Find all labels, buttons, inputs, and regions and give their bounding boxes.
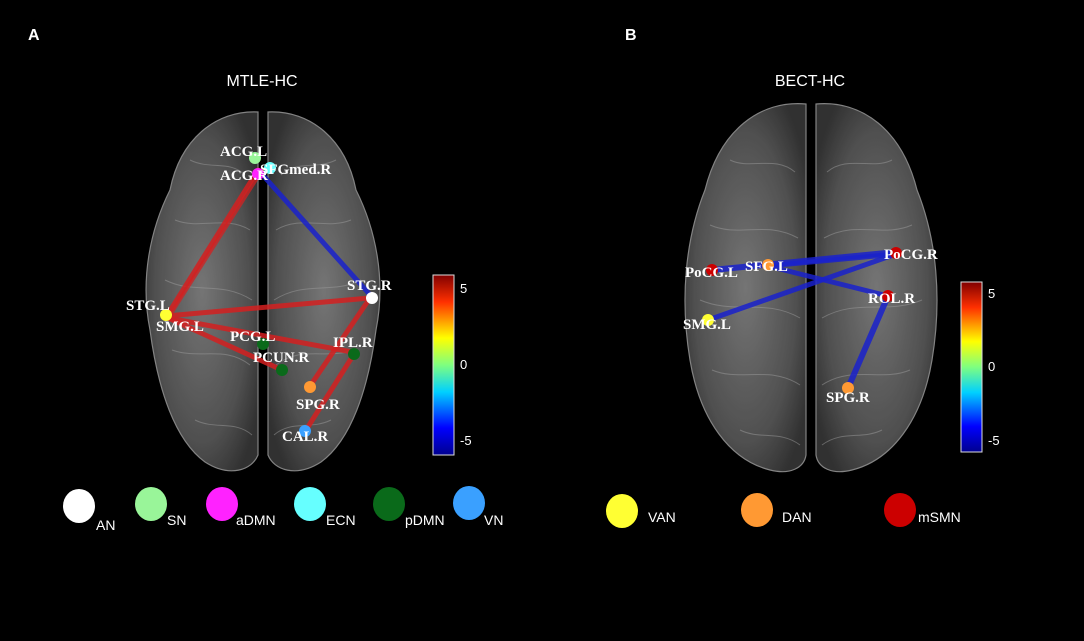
legend-swatch-dan — [741, 493, 773, 527]
edge-acg-smg-l — [166, 168, 264, 320]
node-pcun-r — [276, 364, 288, 376]
legend-swatch-pdmn — [373, 487, 405, 521]
colorbar-tick: 5 — [460, 281, 467, 296]
legend-label: VAN — [648, 509, 676, 525]
node-spg-r — [304, 381, 316, 393]
node-rol-r — [882, 290, 894, 302]
roi-label: ACG.R — [220, 168, 268, 184]
node-acg-l — [249, 152, 261, 164]
node-sfgmed-r — [264, 162, 276, 174]
legend-label: aDMN — [236, 512, 276, 528]
roi-label: IPL.R — [333, 335, 373, 351]
node-stg-l — [160, 309, 172, 321]
colorbar-tick: 5 — [988, 286, 995, 301]
node-pocg-l — [706, 264, 718, 276]
node-pocg-r — [890, 247, 902, 259]
roi-labels-a: ACG.L ACG.R SFGmed.R STG.R STG.L SMG.L P… — [126, 144, 392, 445]
colorbar-a: 5 0 -5 — [432, 274, 472, 456]
legend-swatch-an — [63, 489, 95, 523]
edge-ipl-r-cal-r — [303, 351, 357, 433]
legend-swatch-vn — [453, 486, 485, 520]
legend-label: VN — [484, 512, 503, 528]
edge-acg-stg-l — [165, 167, 261, 317]
panel-a-letter: A — [28, 27, 40, 44]
legend-swatch-ecn — [294, 487, 326, 521]
legend-label: SN — [167, 512, 186, 528]
node-smg-l — [702, 314, 714, 326]
node-spg-r — [842, 382, 854, 394]
roi-label: ACG.L — [220, 144, 267, 160]
legend-b: VAN DAN mSMN — [606, 493, 961, 528]
colorbar-tick: 0 — [988, 359, 995, 374]
node-pcg-l — [257, 338, 269, 350]
roi-label: ROL.R — [868, 291, 915, 307]
colorbar-b: 5 0 -5 — [960, 281, 1000, 453]
node-stg-r — [366, 292, 378, 304]
edge-smg-l-ipl-r — [165, 315, 355, 355]
roi-label: STG.L — [126, 298, 170, 314]
panel-a-title: MTLE-HC — [226, 73, 297, 90]
roi-label: PoCG.R — [884, 247, 938, 263]
edge-smg-l-pocg-r — [705, 251, 899, 323]
legend-swatch-van — [606, 494, 638, 528]
edges-b — [705, 249, 899, 391]
legend-label: DAN — [782, 509, 812, 525]
edge-stg-r-spg-r — [307, 295, 373, 389]
node-ipl-r — [348, 348, 360, 360]
edge-rol-r-spg-r — [845, 293, 891, 391]
edge-sfg-l-pocg-r — [765, 251, 899, 269]
edge-smg-l-pcun-r — [165, 315, 285, 373]
roi-label: SPG.R — [826, 390, 870, 406]
legend-label: AN — [96, 517, 115, 533]
edge-acg-stg-r — [257, 169, 375, 300]
brain-b — [684, 103, 938, 473]
roi-label: PCG.L — [230, 329, 275, 345]
panel-b-letter: B — [625, 27, 637, 44]
roi-labels-b: SFG.L PoCG.R PoCG.L ROL.R SMG.L SPG.R — [683, 247, 938, 406]
legend-label: ECN — [326, 512, 356, 528]
roi-label: PCUN.R — [253, 350, 309, 366]
node-sfg-l — [762, 259, 774, 271]
panel-a: A MTLE-HC — [28, 27, 503, 533]
legend-a: AN SN aDMN ECN pDMN VN — [63, 486, 503, 533]
roi-label: SMG.L — [156, 319, 204, 335]
nodes-b — [702, 247, 902, 394]
nodes-a — [160, 152, 378, 437]
brain-a — [145, 111, 381, 472]
panel-b: B BECT-HC — [606, 27, 1000, 528]
legend-label: pDMN — [405, 512, 445, 528]
edges-a — [163, 167, 375, 433]
roi-label: SFG.L — [745, 259, 788, 275]
panel-b-title: BECT-HC — [775, 73, 845, 90]
edge-stg-l-stg-r — [163, 295, 373, 319]
legend-swatch-sn — [135, 487, 167, 521]
colorbar-tick: -5 — [460, 433, 472, 448]
node-acg-r — [252, 168, 264, 180]
legend-swatch-admn — [206, 487, 238, 521]
roi-label: STG.R — [347, 278, 392, 294]
colorbar-tick: -5 — [988, 433, 1000, 448]
roi-label: CAL.R — [282, 429, 328, 445]
node-cal-r — [299, 425, 311, 437]
legend-label: mSMN — [918, 509, 961, 525]
roi-label: SFGmed.R — [260, 162, 331, 178]
roi-label: PoCG.L — [685, 265, 738, 281]
roi-label: SMG.L — [683, 317, 731, 333]
colorbar-tick: 0 — [460, 357, 467, 372]
edge-sfg-l-rol-r — [765, 263, 891, 299]
legend-swatch-msmn — [884, 493, 916, 527]
roi-label: SPG.R — [296, 397, 340, 413]
